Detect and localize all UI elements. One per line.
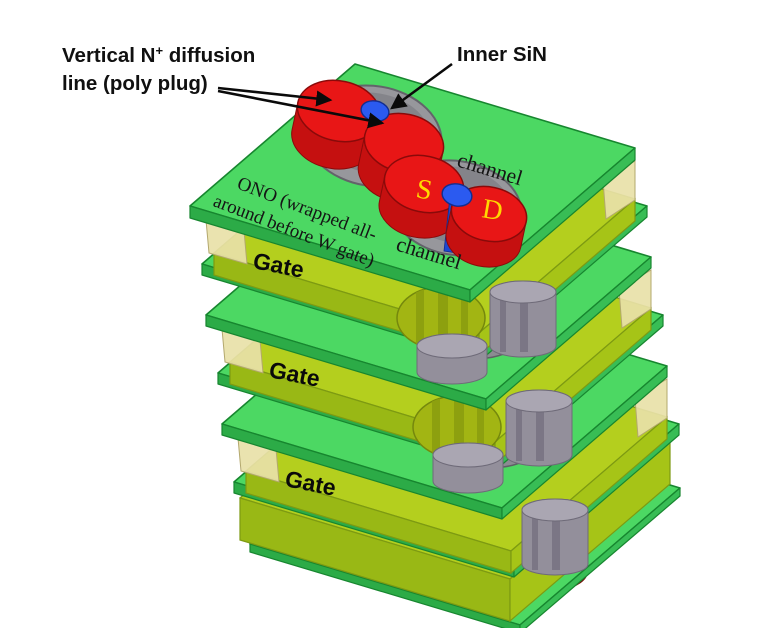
diffusion-line-label-2: line (poly plug) [62,72,208,95]
diffusion-line-label: Vertical N+ diffusion [62,43,255,67]
gate-unit-1: Gate ONO ( [189,63,648,385]
channel-drum [489,280,557,358]
channel-drum [505,389,573,467]
plug-hole-2: S D [378,154,528,268]
channel-drum [432,442,504,494]
arrow-to-left-plug [217,86,333,107]
inner-sin-label: Inner SiN [457,43,547,66]
top-plate: ONO (wrapped all- around before W gate) [189,63,636,303]
arrow-to-right-plug [217,89,385,129]
inner-sin-core [441,183,473,207]
arrow-inner-sin [390,62,453,110]
plug-hole-1 [291,79,445,203]
channel-drum [521,498,589,576]
source-label: S [414,173,435,206]
channel-drum [416,333,488,385]
callouts: Vertical N+ diffusion line (poly plug) I… [62,43,547,129]
